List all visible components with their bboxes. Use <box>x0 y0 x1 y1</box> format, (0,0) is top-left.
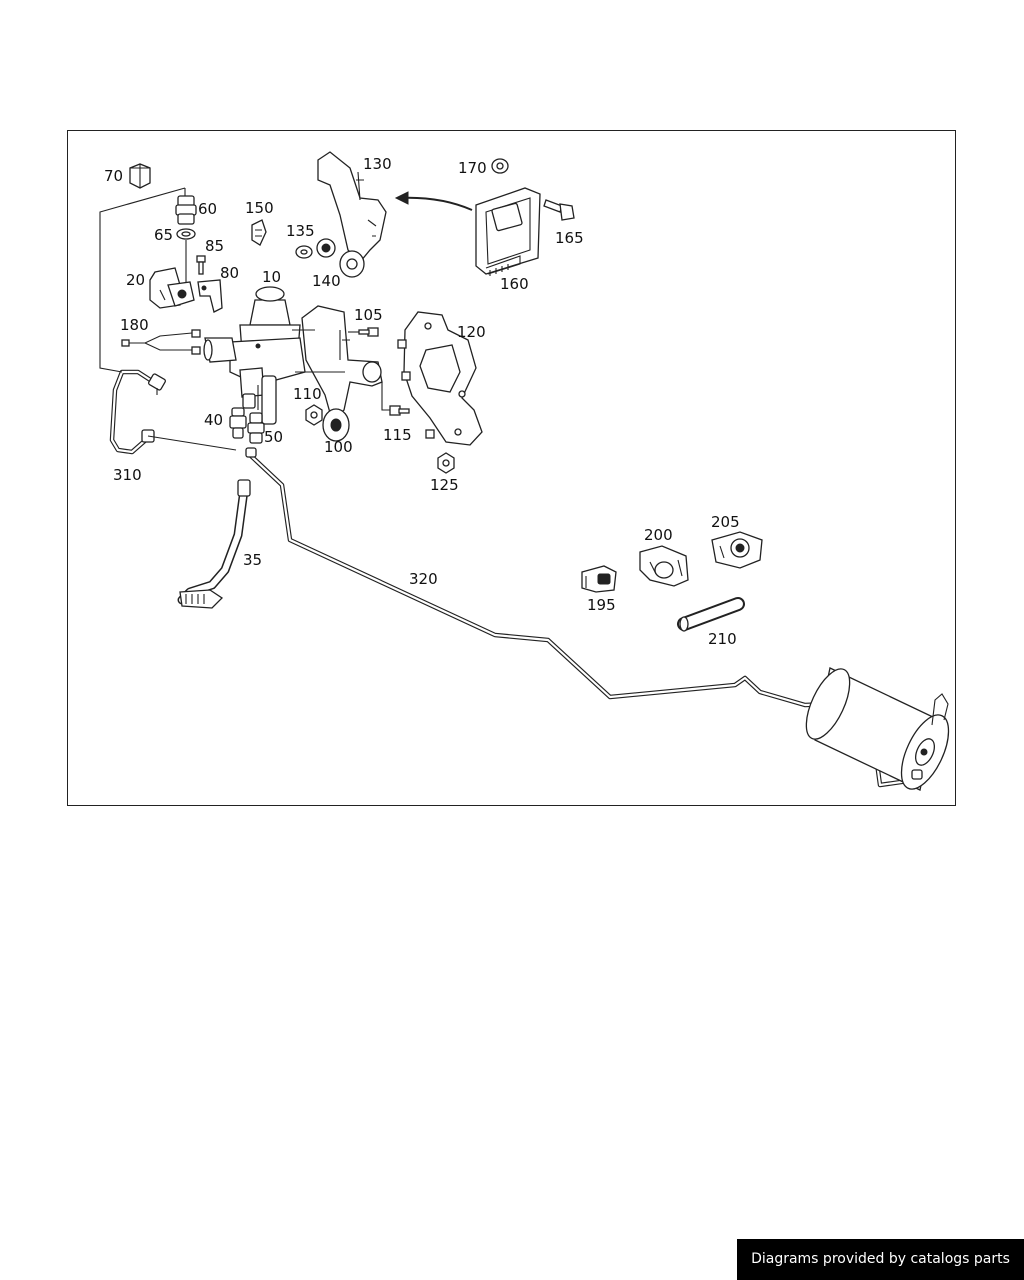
part-120-mounting-plate <box>397 311 483 446</box>
part-140-nut <box>316 238 336 258</box>
callout-320: 320 <box>409 570 438 588</box>
callout-150: 150 <box>245 199 274 217</box>
part-160-control-unit <box>475 187 541 276</box>
part-200-support-block <box>639 545 689 587</box>
part-65-washer <box>176 228 196 240</box>
pipe-310 <box>109 369 237 455</box>
callout-10: 10 <box>262 268 281 286</box>
part-100-bracket <box>292 305 390 442</box>
callout-20: 20 <box>126 271 145 289</box>
part-165-bolt <box>543 199 575 221</box>
callout-210: 210 <box>708 630 737 648</box>
callout-110: 110 <box>293 385 322 403</box>
part-180-wiring-harness <box>121 329 201 355</box>
callout-160: 160 <box>500 275 529 293</box>
callout-165: 165 <box>555 229 584 247</box>
callout-195: 195 <box>587 596 616 614</box>
callout-65: 65 <box>154 226 173 244</box>
part-210-hose-piece <box>677 597 745 632</box>
part-105-bolt <box>348 327 379 337</box>
part-60-fitting <box>175 195 197 225</box>
part-20-valve <box>149 267 195 309</box>
callout-100: 100 <box>324 438 353 456</box>
callout-135: 135 <box>286 222 315 240</box>
callout-105: 105 <box>354 306 383 324</box>
callout-170: 170 <box>458 159 487 177</box>
callout-180: 180 <box>120 316 149 334</box>
callout-115: 115 <box>383 426 412 444</box>
callout-labels: 70 60 65 85 80 20 10 150 180 40 50 310 3… <box>104 155 740 648</box>
part-115-bolt <box>389 405 410 416</box>
callout-120: 120 <box>457 323 486 341</box>
part-80-bracket <box>197 279 223 313</box>
callout-140: 140 <box>312 272 341 290</box>
part-130-bracket <box>317 151 387 278</box>
callout-40: 40 <box>204 411 223 429</box>
part-10-level-control-valve <box>203 286 306 425</box>
part-135-washer <box>295 245 313 259</box>
part-50-fitting <box>245 412 265 458</box>
part-150-clip <box>251 219 267 246</box>
callout-80: 80 <box>220 264 239 282</box>
part-35-hose <box>177 479 251 609</box>
part-40-fitting <box>229 407 247 439</box>
reservoir-tank <box>805 667 950 791</box>
callout-130: 130 <box>363 155 392 173</box>
relocation-arrow <box>394 191 473 211</box>
part-85-bolt <box>196 255 206 275</box>
part-110-nut <box>305 404 323 426</box>
callout-60: 60 <box>198 200 217 218</box>
parts-diagram-frame <box>67 130 956 806</box>
callout-310: 310 <box>113 466 142 484</box>
callout-35: 35 <box>243 551 262 569</box>
part-170-washer <box>491 158 509 174</box>
part-195-connector <box>581 565 617 593</box>
callout-85: 85 <box>205 237 224 255</box>
part-70-nut <box>129 163 151 189</box>
credit-badge: Diagrams provided by catalogs parts <box>737 1239 1024 1280</box>
callout-200: 200 <box>644 526 673 544</box>
callout-50: 50 <box>264 428 283 446</box>
part-205-support-block <box>711 531 763 569</box>
callout-205: 205 <box>711 513 740 531</box>
callout-70: 70 <box>104 167 123 185</box>
part-125-nut <box>437 452 455 474</box>
callout-125: 125 <box>430 476 459 494</box>
